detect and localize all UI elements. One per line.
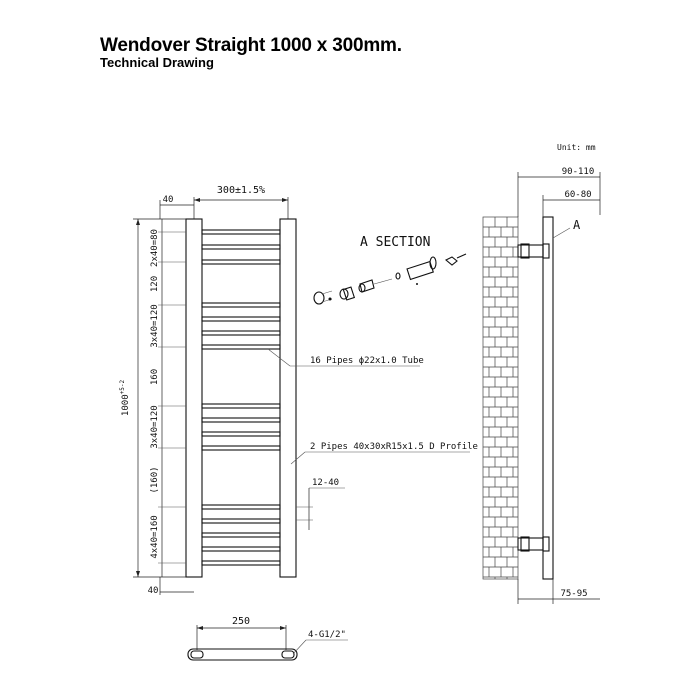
drawing-title: Wendover Straight 1000 x 300mm. [100,35,402,56]
bottom-bracket [517,537,544,551]
bottom-offset-label: 40 [148,586,159,596]
width-dimension-label: 300±1.5% [217,185,265,196]
side-view: Unit: mm 90-110 60-80 A 75-95 [482,143,601,604]
gap-160-label: 160 [150,369,160,385]
thread-label: 4-G1/2" [308,630,346,640]
bottom-width-label: 250 [232,616,250,627]
top-bracket [517,244,544,258]
a-section-detail: A SECTION [313,235,467,305]
unit-label: Unit: mm [557,143,596,152]
wall-bricks [483,217,518,579]
gap-120-label: 120 [150,276,160,292]
gap-4x40-label: 4x40=160 [150,515,160,558]
gap-2x40-label: 2x40=80 [150,229,160,267]
bottom-bar [187,648,298,661]
profile-pipes-callout: 2 Pipes 40x30xR15x1.5 D Profile [310,442,478,452]
section-title: A SECTION [360,235,430,250]
section-marker: A [573,218,581,232]
bottom-view: 250 4-G1/2" [187,616,348,661]
left-side-rail [185,218,203,578]
gap-160-paren-label: (160) [150,466,160,493]
gap-3x40-b-label: 3x40=120 [150,405,160,448]
right-side-rail [279,218,297,578]
wall-offset-inner-label: 60-80 [564,190,591,200]
clearance-label: 12-40 [312,478,339,488]
wall [482,216,519,580]
height-label: 1000+5-2 [119,380,131,417]
top-offset-label: 40 [163,195,174,205]
gap-3x40-a-label: 3x40=120 [150,304,160,347]
side-rail [542,216,554,580]
wall-offset-bottom-label: 75-95 [560,589,587,599]
wall-offset-outer-label: 90-110 [562,167,595,177]
tube-pipes-callout: 16 Pipes ϕ22x1.0 Tube [310,356,424,366]
drawing-subtitle: Technical Drawing [100,55,214,70]
front-view: 300±1.5% 40 1000+5-2 2x40=80 120 3x40=12… [119,185,478,596]
horizontal-tubes [201,229,281,566]
